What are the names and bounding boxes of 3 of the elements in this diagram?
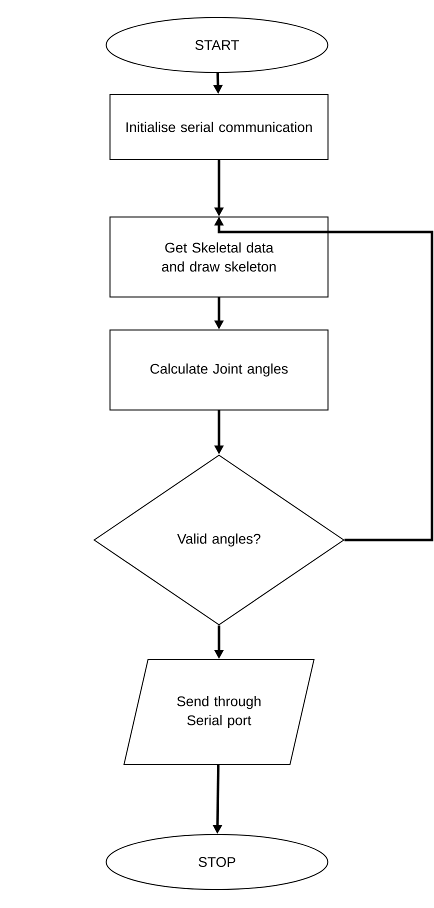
process-box: Initialise serial communication	[110, 94, 328, 160]
process-box: Get Skeletal data and draw skeleton	[110, 216, 328, 298]
process-box: Calculate Joint angles	[110, 330, 328, 410]
